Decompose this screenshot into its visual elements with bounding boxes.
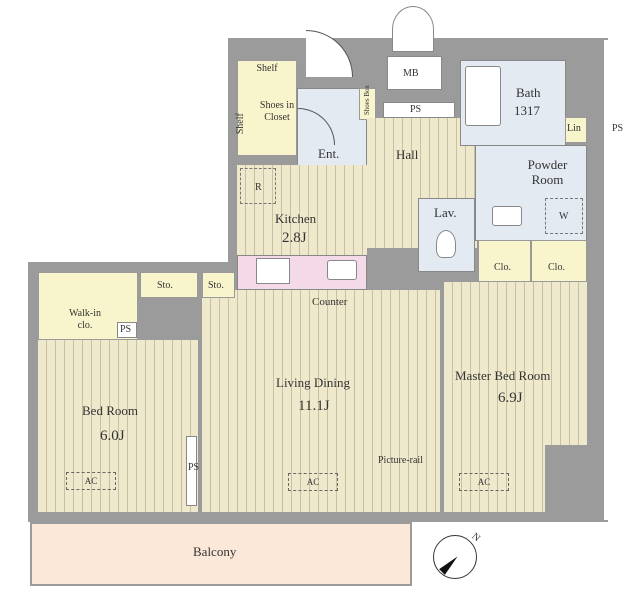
powder-room-label: Powder Room: [527, 157, 568, 187]
ps-walkin-label: PS: [120, 324, 132, 335]
fridge-space: [240, 168, 276, 204]
storage-1: [140, 272, 198, 298]
bath-size-label: 1317: [514, 103, 540, 118]
balcony-label: Balcony: [193, 544, 237, 559]
walk-in-label: Walk-in clo.: [69, 308, 101, 331]
picture-rail-label: Picture-rail: [378, 455, 423, 466]
ac-living: AC: [288, 473, 338, 491]
shoes-closet: [237, 60, 297, 156]
storage-1-label: Sto.: [157, 280, 173, 291]
master-size-label: 6.9J: [498, 390, 523, 406]
shelf-top-label: Shelf: [256, 63, 278, 74]
bedroom: [38, 340, 198, 512]
ps-outside-label: PS: [612, 123, 624, 134]
shelf-side-label: Shelf: [234, 113, 246, 135]
ac-label: AC: [477, 477, 491, 487]
kitchen-size-label: 2.8J: [282, 230, 307, 246]
meter-box: [387, 56, 442, 90]
ps-walkin: [117, 322, 137, 338]
ps-top-label: PS: [410, 104, 422, 115]
balcony: [30, 522, 412, 586]
closet-2: [531, 240, 587, 282]
closet-1: [478, 240, 531, 282]
compass-needle-icon: [439, 553, 461, 575]
exterior-gap: [600, 40, 640, 520]
ps-vertical-label: PS: [188, 462, 200, 473]
kitchen-label: Kitchen: [275, 211, 317, 226]
closet-2-label: Clo.: [548, 262, 565, 273]
bedroom-label: Bed Room: [82, 403, 138, 418]
living-dining: [202, 290, 440, 512]
storage-2-label: Sto.: [208, 280, 224, 291]
mb-label: MB: [403, 68, 419, 79]
bath-label: Bath: [516, 85, 541, 100]
fridge-label: R: [255, 182, 262, 193]
shoes-closet-label: Shoes in Closet: [259, 100, 295, 123]
linen-closet: [565, 117, 587, 143]
wash-basin: [492, 206, 522, 226]
bedroom-size-label: 6.0J: [100, 428, 125, 444]
outer-wall-right: [596, 38, 604, 522]
master-label: Master Bed Room: [455, 368, 551, 383]
shoes-box-label: Shoes Box: [363, 84, 372, 116]
ps-shaft: [383, 102, 455, 118]
closet-1-label: Clo.: [494, 262, 511, 273]
washer-label: W: [559, 211, 569, 222]
storage-2: [202, 272, 235, 298]
living-label: Living Dining: [276, 375, 351, 390]
entrance-label: Ent.: [318, 146, 340, 161]
ac-master: AC: [459, 473, 509, 491]
master-wall-notch: [545, 445, 589, 515]
toilet-icon: [436, 230, 456, 258]
linen-label: Lin: [567, 123, 581, 134]
ps-vertical: [186, 436, 197, 506]
ac-label: AC: [306, 477, 320, 487]
kitchen: [237, 165, 367, 257]
meter-box-door[interactable]: [392, 6, 434, 52]
sink-icon: [327, 260, 357, 280]
counter-label: Counter: [312, 296, 348, 308]
compass-icon: [433, 535, 477, 579]
bathtub: [465, 66, 501, 126]
ac-label: AC: [84, 476, 98, 486]
living-size-label: 11.1J: [298, 398, 330, 414]
ac-bedroom: AC: [66, 472, 116, 490]
lavatory-label: Lav.: [434, 205, 457, 220]
hall-label: Hall: [396, 147, 419, 162]
washer-space: [545, 198, 583, 234]
stove-icon: [256, 258, 290, 284]
